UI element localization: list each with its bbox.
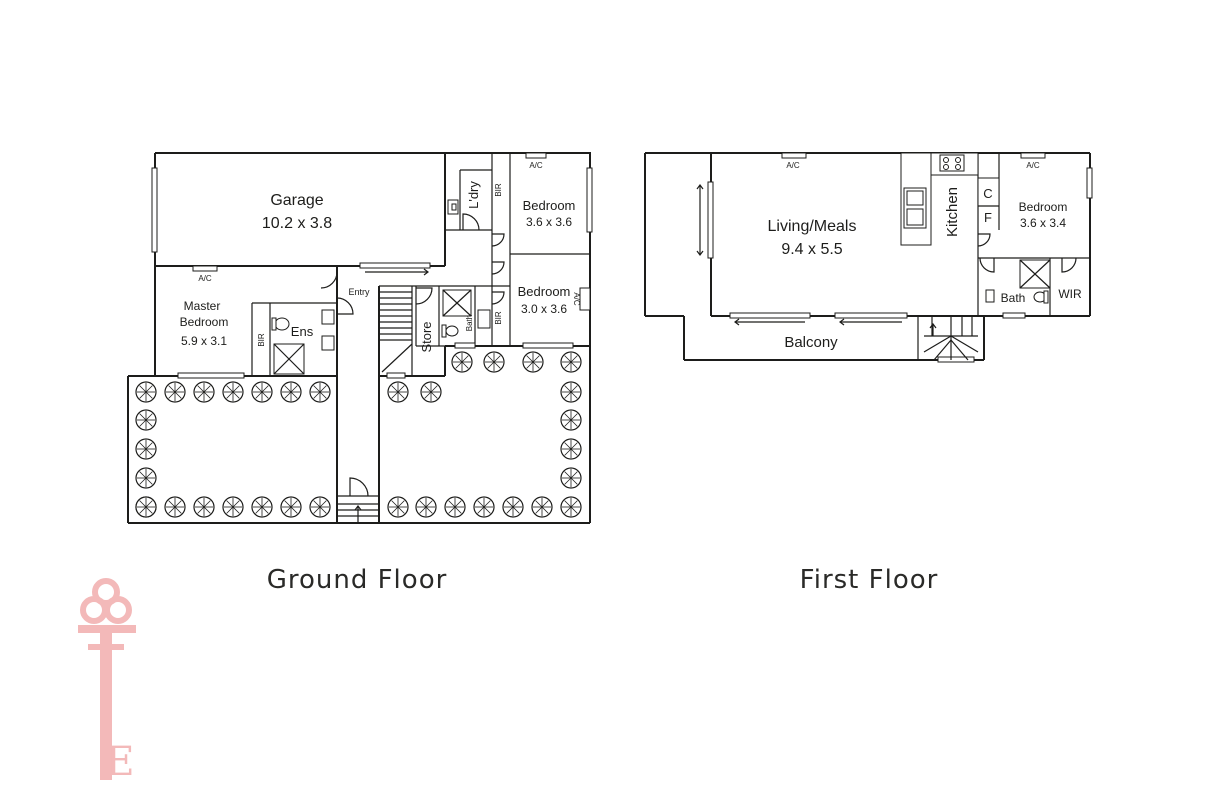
shrub-icon bbox=[193, 381, 215, 403]
first-floor-bedroom-label: Bedroom bbox=[1019, 200, 1068, 214]
living-meals-size: 9.4 x 5.5 bbox=[781, 241, 842, 258]
ground-floor-ac-units bbox=[192, 152, 591, 311]
shrub-icon bbox=[309, 496, 331, 518]
bir-label-bedroom-b: BIR bbox=[494, 311, 503, 325]
shrub-icon bbox=[135, 496, 157, 518]
shrub-icon bbox=[522, 351, 544, 373]
first-floor-bath-fixtures bbox=[985, 259, 1051, 304]
shrub-icon bbox=[251, 496, 273, 518]
shrub-icon bbox=[451, 351, 473, 373]
garage-label: Garage bbox=[270, 192, 323, 209]
shrub-icon bbox=[483, 351, 505, 373]
shrub-icon bbox=[222, 496, 244, 518]
first-floor-doors bbox=[977, 233, 1077, 273]
shrub-icon bbox=[387, 381, 409, 403]
first-floor-bedroom-size: 3.6 x 3.4 bbox=[1020, 216, 1066, 230]
bir-label-laundry: BIR bbox=[494, 183, 503, 197]
shrub-icon bbox=[560, 409, 582, 431]
shrub-icon bbox=[560, 496, 582, 518]
shrub-icon bbox=[420, 381, 442, 403]
master-bedroom-size: 5.9 x 3.1 bbox=[181, 334, 227, 348]
bath-label-ground: Bath bbox=[465, 315, 474, 331]
ground-floor-labels: Garage 10.2 x 3.8 L'dry BIR Bedroom 3.6 … bbox=[180, 161, 581, 353]
ac-label-master: A/C bbox=[198, 274, 212, 283]
shrub-icon bbox=[387, 496, 409, 518]
shrub-icon bbox=[280, 496, 302, 518]
garage-size: 10.2 x 3.8 bbox=[262, 215, 332, 232]
shrub-icon bbox=[444, 496, 466, 518]
first-floor-labels: Living/Meals 9.4 x 5.5 Kitchen C F Bedro… bbox=[768, 161, 1082, 351]
first-floor-stairs bbox=[918, 315, 984, 361]
shrub-icon bbox=[309, 381, 331, 403]
first-floor-ac-units bbox=[781, 152, 1046, 159]
bedroom-b-label: Bedroom bbox=[518, 284, 571, 299]
shrub-icon bbox=[164, 381, 186, 403]
wir-label: WIR bbox=[1058, 287, 1082, 301]
ground-floor-landscaping bbox=[135, 351, 582, 518]
master-bedroom-label-2: Bedroom bbox=[180, 315, 229, 329]
kitchen-label: Kitchen bbox=[944, 187, 961, 237]
bedroom-b-size: 3.0 x 3.6 bbox=[521, 302, 567, 316]
kitchen-fixtures bbox=[900, 152, 1000, 246]
living-meals-label: Living/Meals bbox=[768, 218, 857, 235]
shrub-icon bbox=[415, 496, 437, 518]
shrub-icon bbox=[135, 467, 157, 489]
fridge-f-label: F bbox=[984, 210, 992, 225]
master-bedroom-label-1: Master bbox=[184, 299, 221, 313]
key-logo-icon: E bbox=[78, 578, 136, 785]
shrub-icon bbox=[531, 496, 553, 518]
first-floor-title: First Floor bbox=[800, 565, 939, 595]
first-floor-bath-label: Bath bbox=[1001, 291, 1026, 305]
shrub-icon bbox=[473, 496, 495, 518]
store-label: Store bbox=[419, 321, 434, 352]
shrub-icon bbox=[193, 496, 215, 518]
ground-floor-title: Ground Floor bbox=[267, 565, 448, 595]
first-floor-plan: Living/Meals 9.4 x 5.5 Kitchen C F Bedro… bbox=[644, 152, 1093, 595]
shrub-icon bbox=[135, 438, 157, 460]
ac-label-living: A/C bbox=[786, 161, 800, 170]
entry-label: Entry bbox=[348, 287, 370, 297]
first-floor-windows bbox=[696, 167, 1093, 363]
shrub-icon bbox=[502, 496, 524, 518]
shrub-icon bbox=[251, 381, 273, 403]
bedroom-a-size: 3.6 x 3.6 bbox=[526, 215, 572, 229]
bedroom-a-label: Bedroom bbox=[523, 198, 576, 213]
shrub-icon bbox=[135, 381, 157, 403]
logo-letter: E bbox=[105, 739, 134, 785]
shrub-icon bbox=[164, 496, 186, 518]
ac-label-first-bedroom: A/C bbox=[1026, 161, 1040, 170]
laundry-label: L'dry bbox=[466, 181, 481, 209]
shrub-icon bbox=[560, 467, 582, 489]
ac-label-bedroom-b: A/C bbox=[572, 292, 581, 306]
ac-label-bedroom-a: A/C bbox=[529, 161, 543, 170]
shrub-icon bbox=[135, 409, 157, 431]
cupboard-c-label: C bbox=[983, 186, 992, 201]
shrub-icon bbox=[280, 381, 302, 403]
ground-floor-doors bbox=[320, 213, 505, 497]
shrub-icon bbox=[222, 381, 244, 403]
shrub-icon bbox=[560, 381, 582, 403]
ground-floor-stairs bbox=[337, 286, 413, 522]
shrub-icon bbox=[560, 351, 582, 373]
shrub-icon bbox=[560, 438, 582, 460]
ground-floor-plan: Garage 10.2 x 3.8 L'dry BIR Bedroom 3.6 … bbox=[127, 152, 593, 595]
bir-label-master: BIR bbox=[257, 333, 266, 347]
ground-floor-windows bbox=[151, 167, 593, 379]
ensuite-label: Ens bbox=[291, 324, 314, 339]
ground-floor-fixtures bbox=[271, 199, 491, 375]
balcony-label: Balcony bbox=[784, 334, 838, 351]
